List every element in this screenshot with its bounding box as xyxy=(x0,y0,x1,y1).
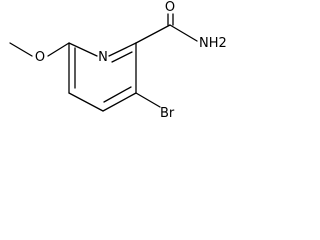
methoxy-o-ring-bond xyxy=(47,42,70,57)
amide-n-bond xyxy=(169,24,198,42)
ring-bond-c3-c4-inner xyxy=(103,86,132,103)
molecule-structure: N O NH2 O Br xyxy=(9,0,227,121)
carbonyl-oxygen-label: O xyxy=(165,0,175,15)
amide-nh2-label: NH2 xyxy=(199,36,227,51)
amide-carbon-bond xyxy=(135,24,171,44)
ring-bond-c3-c4 xyxy=(102,92,137,112)
bromine-bond xyxy=(135,92,161,108)
ring-bond-n1-c2 xyxy=(108,42,137,57)
methoxy-oxygen-label: O xyxy=(35,50,45,65)
bromine-label: Br xyxy=(160,106,175,121)
ring-bond-n1-c2-inner xyxy=(111,51,133,63)
methyl-bond xyxy=(9,42,33,57)
ring-nitrogen-label: N xyxy=(98,50,108,65)
ring-bond-c4-c5 xyxy=(68,92,104,112)
ring-bond-c6-n1 xyxy=(68,42,98,57)
